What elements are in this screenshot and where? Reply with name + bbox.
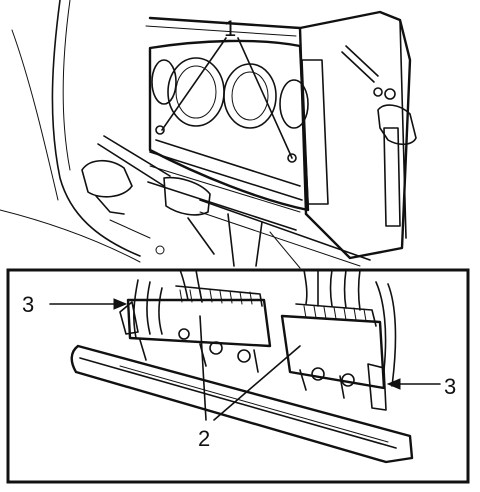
base-plate (70, 344, 414, 464)
left-pillar (51, 0, 141, 257)
callout-2-leaders (199, 315, 301, 421)
callout-1-label: 1 (224, 16, 236, 41)
callout-3-left-label: 3 (22, 292, 34, 317)
callout-3-left-leader (49, 298, 128, 310)
detail-frame (6, 268, 470, 484)
detail-view (70, 269, 414, 464)
right-clip (367, 363, 387, 411)
callout-1-leaders (161, 37, 293, 159)
wire-harness (133, 269, 397, 387)
callout-2-label: 2 (198, 426, 210, 451)
left-connector (126, 298, 272, 348)
right-connector (280, 314, 386, 390)
callout-3-right-label: 3 (444, 374, 456, 399)
switch-stalk (341, 45, 379, 83)
left-clip (119, 301, 139, 335)
screw-right (287, 153, 297, 163)
right-dash-panel (298, 10, 412, 260)
left-switchgear (81, 135, 263, 267)
screw-left (155, 125, 165, 135)
cluster-housing (148, 39, 310, 212)
top-view (0, 0, 417, 269)
gauges (151, 57, 309, 129)
callout-3-right-leader (386, 378, 441, 390)
